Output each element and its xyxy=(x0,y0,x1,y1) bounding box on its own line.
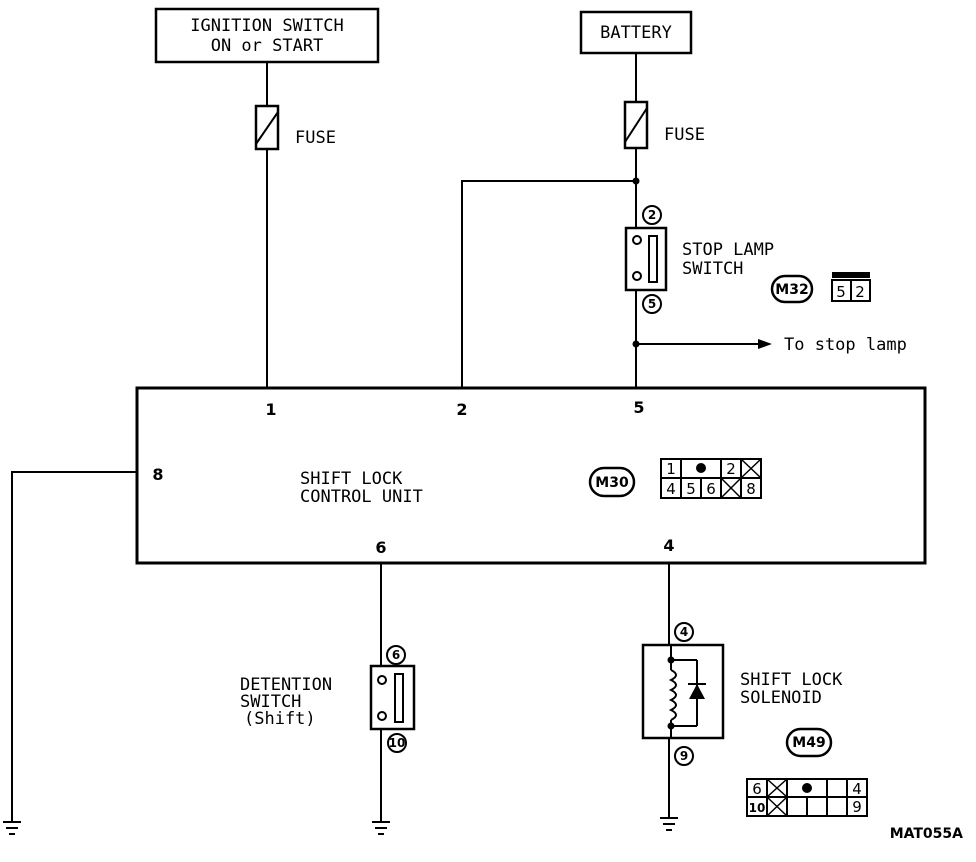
connector-m49-r1-c6: 4 xyxy=(852,780,862,798)
detention-label-1: DETENTION xyxy=(240,675,332,695)
fuse-right: FUSE xyxy=(623,53,705,232)
solenoid-pin-bottom: 9 xyxy=(680,749,688,763)
connector-m30-r2-c5: 8 xyxy=(746,480,756,498)
connector-m30-r1-c1: 1 xyxy=(666,460,676,478)
connector-m32-pin-1: 5 xyxy=(836,283,846,301)
connector-m30: M30 1 2 4 5 6 8 xyxy=(588,458,762,499)
ignition-switch: IGNITION SWITCH ON or START xyxy=(154,7,380,64)
to-stop-lamp: To stop lamp xyxy=(632,335,907,355)
cu-pin-1: 1 xyxy=(265,400,276,419)
cu-pin-4: 4 xyxy=(663,536,674,555)
fuse-left: FUSE xyxy=(254,62,336,388)
ignition-switch-label-1: IGNITION SWITCH xyxy=(190,16,344,36)
detention-label-3: (Shift) xyxy=(244,709,316,729)
stop-lamp-pin-top: 2 xyxy=(648,208,656,222)
cu-pin-2: 2 xyxy=(456,400,467,419)
connector-m32-code: M32 xyxy=(775,282,808,298)
solenoid-label-2: SOLENOID xyxy=(740,688,822,708)
fuse-left-label: FUSE xyxy=(295,128,336,148)
stop-lamp-label-2: SWITCH xyxy=(682,259,743,279)
connector-m32-pin-2: 2 xyxy=(855,283,865,301)
connector-m30-code: M30 xyxy=(595,475,629,491)
wire-pin2 xyxy=(461,177,640,388)
cu-pin-6: 6 xyxy=(375,538,386,557)
ground-left xyxy=(3,471,137,835)
connector-m49-code: M49 xyxy=(792,735,825,751)
cu-label-1: SHIFT LOCK xyxy=(300,469,403,489)
stop-lamp-switch: 2 5 STOP LAMP SWITCH xyxy=(624,205,774,388)
stop-lamp-label-1: STOP LAMP xyxy=(682,240,774,260)
shift-lock-solenoid: 4 9 SHIFT LOCK SOLENOID xyxy=(641,563,843,831)
battery-label: BATTERY xyxy=(600,23,672,43)
detention-pin-top: 6 xyxy=(392,648,400,662)
shift-lock-control-unit: 1 2 5 8 6 4 SHIFT LOCK CONTROL UNIT xyxy=(135,386,927,565)
cu-pin-5: 5 xyxy=(633,398,644,417)
connector-m49-r2-c6: 9 xyxy=(852,798,862,816)
connector-m49-r1-c1: 6 xyxy=(752,780,762,798)
detention-pin-bottom: 10 xyxy=(389,736,406,750)
connector-m30-r2-c2: 5 xyxy=(686,480,696,498)
detention-label-2: SWITCH xyxy=(240,692,301,712)
connector-m30-r2-c1: 4 xyxy=(666,480,676,498)
battery: BATTERY xyxy=(579,10,693,55)
cu-label-2: CONTROL UNIT xyxy=(300,487,423,507)
stop-lamp-pin-bottom: 5 xyxy=(648,297,656,311)
fuse-right-label: FUSE xyxy=(664,125,705,145)
detention-switch: 6 10 DETENTION SWITCH (Shift) xyxy=(240,563,416,835)
solenoid-pin-top: 4 xyxy=(680,625,688,639)
connector-m49-r2-c1: 10 xyxy=(749,801,766,815)
figure-code: MAT055A xyxy=(890,826,963,842)
cu-pin-8: 8 xyxy=(152,465,163,484)
connector-m32: M32 5 2 xyxy=(770,272,871,304)
ignition-switch-label-2: ON or START xyxy=(211,36,324,56)
connector-m30-r1-c3: 2 xyxy=(726,460,736,478)
connector-m30-r2-c3: 6 xyxy=(706,480,716,498)
solenoid-label-1: SHIFT LOCK xyxy=(740,670,843,690)
connector-m49: M49 6 4 10 9 xyxy=(746,727,868,817)
to-stop-lamp-label: To stop lamp xyxy=(784,335,907,355)
